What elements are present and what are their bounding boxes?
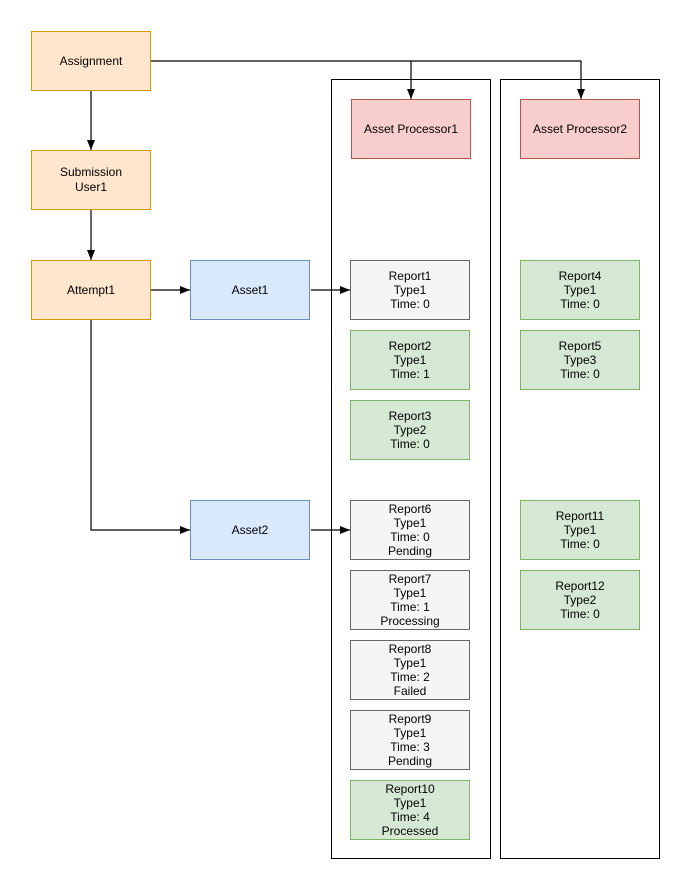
report-line: Type3 <box>563 353 597 367</box>
node-label: Asset2 <box>231 522 269 537</box>
node-label: Submission <box>59 165 123 179</box>
report-line: Report5 <box>558 339 602 353</box>
report-line: Time: 0 <box>390 297 430 311</box>
arrow-attempt1-to-asset2 <box>90 320 190 534</box>
node-label: Assignment <box>59 53 123 68</box>
report-line: Time: 4 <box>390 810 430 824</box>
report-line: Report10 <box>385 782 435 796</box>
node-label: User1 <box>74 180 107 194</box>
asset2-node: Asset2 <box>190 500 310 560</box>
report2-box: Report2 Type1 Time: 1 <box>350 330 470 390</box>
attempt1-node: Attempt1 <box>31 260 151 320</box>
report-line: Type1 <box>393 586 427 600</box>
report9-box: Report9 Type1 Time: 3 Pending <box>350 710 470 770</box>
report-line: Time: 3 <box>390 740 430 754</box>
assignment-node: Assignment <box>31 31 151 91</box>
report-line: Report8 <box>388 642 432 656</box>
report-line: Processing <box>380 614 440 628</box>
report10-box: Report10 Type1 Time: 4 Processed <box>350 780 470 840</box>
report-line: Report4 <box>558 269 602 283</box>
asset-processor2-node: Asset Processor2 <box>520 99 640 159</box>
report-line: Report7 <box>388 572 432 586</box>
report5-box: Report5 Type3 Time: 0 <box>520 330 640 390</box>
asset-processor1-node: Asset Processor1 <box>351 99 471 159</box>
report-line: Type1 <box>393 726 427 740</box>
report3-box: Report3 Type2 Time: 0 <box>350 400 470 460</box>
report-line: Failed <box>393 684 427 698</box>
report-line: Pending <box>387 754 433 768</box>
report-line: Report6 <box>388 502 432 516</box>
report-line: Type1 <box>393 353 427 367</box>
report-line: Report1 <box>388 269 432 283</box>
report8-box: Report8 Type1 Time: 2 Failed <box>350 640 470 700</box>
report6-box: Report6 Type1 Time: 0 Pending <box>350 500 470 560</box>
report-line: Type1 <box>563 523 597 537</box>
node-label: Asset Processor2 <box>532 121 628 136</box>
report-line: Type2 <box>563 593 597 607</box>
report12-box: Report12 Type2 Time: 0 <box>520 570 640 630</box>
report1-box: Report1 Type1 Time: 0 <box>350 260 470 320</box>
report-line: Report12 <box>555 579 605 593</box>
report-line: Type1 <box>393 656 427 670</box>
report-line: Type1 <box>563 283 597 297</box>
report-line: Report9 <box>388 712 432 726</box>
report11-box: Report11 Type1 Time: 0 <box>520 500 640 560</box>
report-line: Time: 0 <box>560 537 600 551</box>
asset1-node: Asset1 <box>190 260 310 320</box>
report7-box: Report7 Type1 Time: 1 Processing <box>350 570 470 630</box>
report-line: Report2 <box>388 339 432 353</box>
report-line: Time: 0 <box>390 530 430 544</box>
report-line: Type1 <box>393 516 427 530</box>
report-line: Time: 0 <box>560 367 600 381</box>
report-line: Time: 1 <box>390 600 430 614</box>
report-line: Time: 0 <box>560 607 600 621</box>
node-label: Asset Processor1 <box>363 121 459 136</box>
report-line: Time: 2 <box>390 670 430 684</box>
report-line: Type2 <box>393 423 427 437</box>
node-label: Asset1 <box>231 282 269 297</box>
report-line: Processed <box>381 824 439 838</box>
report-line: Time: 0 <box>390 437 430 451</box>
report-line: Report11 <box>555 509 605 523</box>
report-line: Time: 0 <box>560 297 600 311</box>
report-line: Type1 <box>393 283 427 297</box>
report-line: Report3 <box>388 409 432 423</box>
report-line: Time: 1 <box>390 367 430 381</box>
report4-box: Report4 Type1 Time: 0 <box>520 260 640 320</box>
node-label: Attempt1 <box>66 282 116 297</box>
report-line: Type1 <box>393 796 427 810</box>
submission-node: Submission User1 <box>31 150 151 210</box>
processor2-container <box>500 79 660 859</box>
report-line: Pending <box>387 544 433 558</box>
